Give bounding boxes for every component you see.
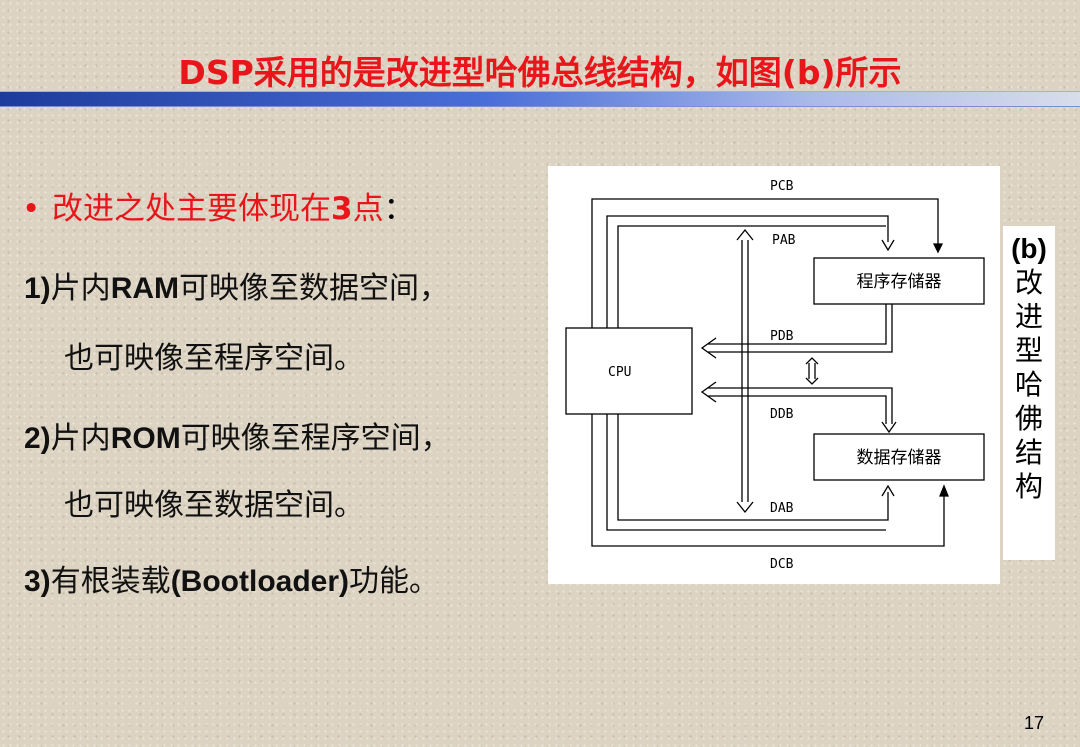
pcb-line	[591, 198, 939, 328]
data-memory-box	[813, 433, 985, 481]
pcb-label: PCB	[770, 179, 794, 194]
harvard-bus-diagram: PCB PAB PDB DDB DAB DCB CPU 程序存储器 数据存储器	[548, 166, 1000, 584]
pab-inner-line	[617, 225, 886, 328]
pab-arrow-icon	[881, 239, 895, 252]
list-item-2: 2)片内ROM可映像至程序空间，	[24, 413, 451, 457]
pdb-arrow-icon	[700, 337, 717, 359]
list-item-2-continued: 也可映像至数据空间。	[64, 488, 364, 523]
dcb-line	[591, 414, 945, 547]
up-arrow-icon	[736, 228, 754, 241]
bus-diagram-svg: PCB PAB PDB DDB DAB DCB CPU 程序存储器 数据存储器	[565, 179, 985, 572]
pdb-label: PDB	[770, 329, 794, 344]
ddb-line	[708, 387, 893, 424]
item-suffix: 功能。	[349, 564, 440, 599]
item-keyword: RAM	[110, 272, 180, 305]
ddb-label: DDB	[770, 407, 794, 422]
slide-title: DSP采用的是改进型哈佛总线结构，如图(b)所示	[178, 53, 902, 92]
program-memory-box	[813, 257, 985, 305]
list-item-1-continued: 也可映像至程序空间。	[64, 341, 364, 376]
title-gradient-bar	[0, 91, 1080, 107]
down-arrow-icon	[736, 501, 754, 514]
item-prefix: 有根装载	[50, 564, 171, 599]
pdb-line	[708, 304, 887, 345]
dab-line	[617, 414, 889, 521]
data-memory-label: 数据存储器	[857, 448, 942, 468]
cpu-box	[565, 327, 693, 415]
item-prefix: 片内	[50, 421, 111, 456]
list-item-1: 1)片内RAM可映像至数据空间，	[24, 263, 449, 307]
dab-outer-line	[606, 414, 886, 531]
item-keyword: (Bootloader)	[170, 565, 350, 598]
ddb-line	[708, 395, 887, 424]
bullet-bold-number: 3	[331, 191, 353, 227]
list-item-3: 3)有根装载(Bootloader)功能。	[24, 556, 439, 600]
item-number: 2)	[24, 422, 51, 455]
pdb-line	[708, 304, 893, 353]
caption-label: (b)	[1011, 233, 1047, 264]
page-number: 17	[1023, 713, 1044, 733]
pab-line	[606, 215, 889, 328]
item-suffix: 可映像至程序空间，	[180, 421, 451, 456]
dab-arrow-icon	[881, 484, 895, 497]
item-number: 3)	[24, 565, 51, 598]
dcb-arrow-icon	[939, 484, 949, 497]
bullet-heading: • 改进之处主要体现在3点：	[22, 183, 415, 228]
caption-text: 改进型哈佛结构	[1014, 266, 1043, 503]
ddb-arrow-icon	[700, 381, 717, 403]
updown-arrow-icon	[805, 377, 819, 385]
item-keyword: ROM	[110, 422, 181, 455]
bullet-tail: 点	[352, 191, 384, 227]
bullet-text: 改进之处主要体现在	[52, 191, 331, 227]
bullet-dot-icon: •	[22, 191, 41, 227]
updown-arrow-icon	[805, 357, 819, 365]
item-suffix: 可映像至数据空间，	[179, 271, 450, 306]
pcb-arrow-icon	[932, 243, 944, 254]
bullet-colon: ：	[383, 191, 415, 227]
cpu-label: CPU	[608, 365, 631, 380]
pab-label: PAB	[772, 233, 796, 248]
figure-caption: (b) 改进型哈佛结构	[1003, 226, 1055, 560]
dab-label: DAB	[770, 501, 794, 516]
item-number: 1)	[24, 272, 51, 305]
ddb-down-arrow-icon	[881, 421, 897, 434]
program-memory-label: 程序存储器	[857, 272, 942, 292]
dcb-label: DCB	[770, 557, 794, 572]
item-prefix: 片内	[50, 271, 111, 306]
